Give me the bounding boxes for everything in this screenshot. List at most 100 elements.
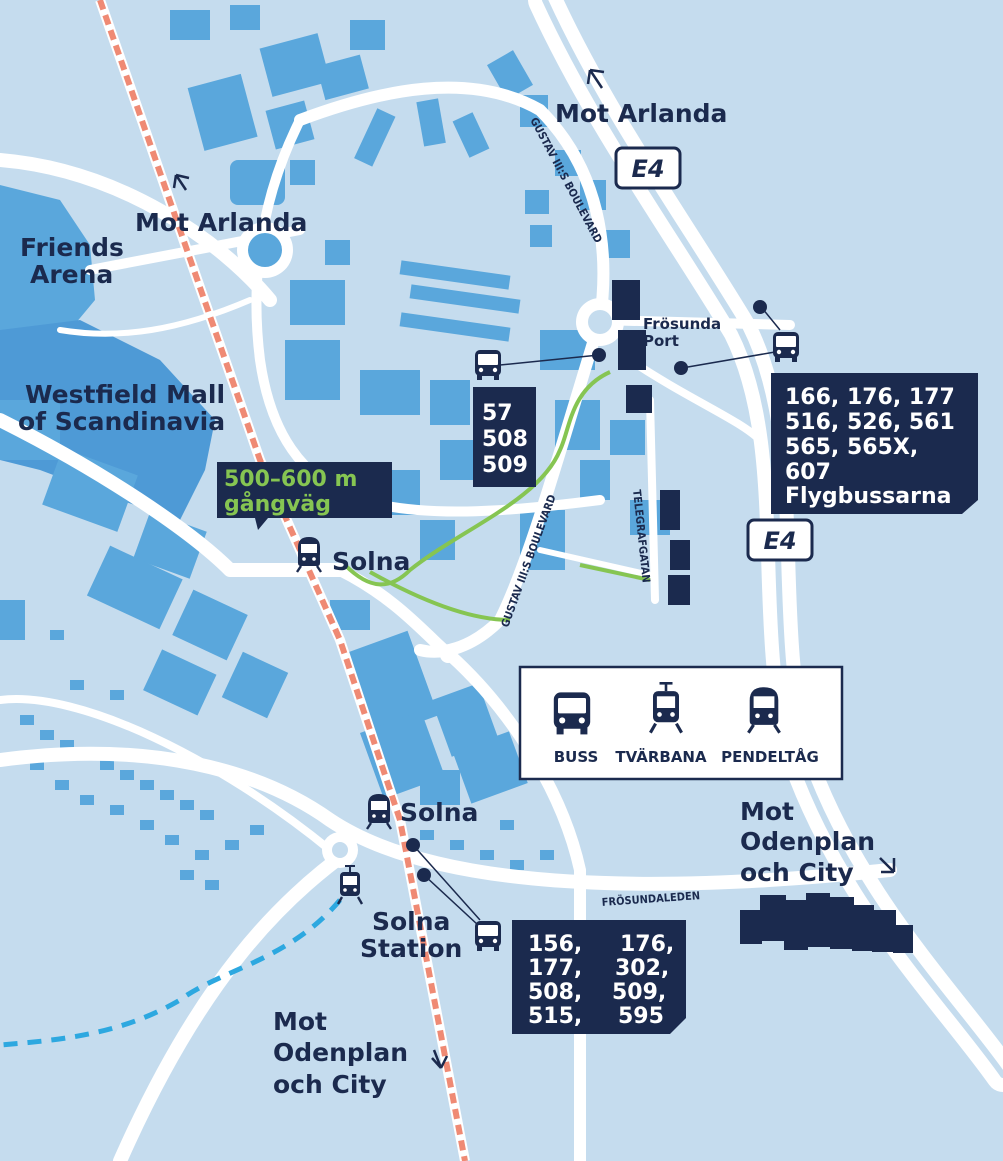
- southwest-road: [113, 843, 357, 1161]
- label-frosunda: Frösunda: [643, 315, 721, 333]
- arena-road: [0, 153, 277, 307]
- solna-center-road: [334, 564, 586, 1161]
- e4-shield-mid: E4: [746, 518, 814, 562]
- building: [420, 770, 460, 805]
- bus-line: 176,: [620, 932, 674, 957]
- label-port: Port: [643, 332, 679, 350]
- bus-stop-dot-bottom: [406, 838, 420, 852]
- building: [430, 380, 470, 425]
- port-ramp: [626, 356, 764, 444]
- westfield-road: [0, 413, 347, 577]
- label-westfield-2: of Scandinavia: [18, 407, 225, 436]
- west-road: [0, 695, 334, 854]
- building: [452, 112, 490, 158]
- e4-shield-mid-label: E4: [763, 527, 796, 555]
- building: [416, 98, 446, 147]
- label-solna-station-2: Station: [360, 934, 462, 963]
- walk-callout: 500–600 m gångväg: [217, 462, 392, 530]
- bus-stop-pointer-right-2: [681, 351, 776, 369]
- building: [431, 683, 499, 757]
- building: [452, 731, 528, 804]
- building: [285, 340, 340, 400]
- westfield-building: [0, 320, 215, 520]
- roundabout-center: [248, 233, 282, 267]
- bus-stop-dot-mid: [592, 348, 606, 362]
- bus-icon: [475, 350, 501, 380]
- bus-lines-box-right: 166, 176, 177 516, 526, 561 565, 565X, 6…: [771, 373, 978, 514]
- telegraf-connector: [537, 547, 653, 578]
- label-solna-green: Solna: [332, 547, 410, 576]
- bus-line: 565, 565X,: [785, 435, 918, 460]
- bus-stop-dot-bottom-2: [417, 868, 431, 882]
- bus-stop-dot-right: [753, 300, 767, 314]
- label-mot-odenplan-bottom-2: Odenplan: [273, 1038, 408, 1067]
- bus-icon: [773, 332, 799, 362]
- building: [399, 260, 511, 290]
- building: [265, 100, 315, 150]
- commuter-rail: [95, 0, 470, 1161]
- tram-line: [0, 898, 342, 1048]
- mini-roundabout: [440, 647, 456, 663]
- building: [525, 190, 549, 214]
- walk-path-north: [343, 370, 611, 587]
- arrow-north-icon: [586, 68, 605, 89]
- label-westfield-1: Westfield Mall: [25, 380, 225, 409]
- frosundaleden-road: [0, 746, 897, 891]
- building: [42, 448, 138, 532]
- arrow-south-icon: [431, 1049, 449, 1069]
- label-solna-lower: Solna: [400, 798, 478, 827]
- legend: BUSS TVÄRBANA PENDELTÅG: [518, 665, 844, 781]
- building: [440, 440, 475, 480]
- bus-line: 302,: [615, 956, 669, 981]
- arrow-north-icon: [172, 173, 190, 191]
- walk-callout-distance: 500–600 m: [224, 467, 357, 492]
- label-friends: Friends: [20, 233, 124, 262]
- bus-line: 508,: [528, 980, 582, 1005]
- walk-callout-text: gångväg: [224, 491, 331, 517]
- walk-path-south: [369, 570, 511, 622]
- building: [530, 225, 552, 247]
- friends-arena-building: [0, 185, 95, 345]
- building: [350, 20, 385, 50]
- bus-line: 607: [785, 460, 831, 485]
- e4-shield-top-label: E4: [631, 155, 664, 183]
- legend-bus-icon: [553, 692, 591, 735]
- label-mot-odenplan-right-2: Odenplan: [740, 827, 875, 856]
- bus-line: 509: [482, 453, 528, 478]
- label-mot-odenplan-bottom-1: Mot: [273, 1007, 327, 1036]
- gustav-road-upper: [294, 81, 610, 326]
- building: [610, 420, 645, 455]
- bus-stop-dot-right-2: [674, 361, 688, 375]
- building: [487, 50, 533, 100]
- bus-line: 515,: [528, 1004, 582, 1029]
- building: [170, 10, 210, 40]
- label-mot-odenplan-right-1: Mot: [740, 797, 794, 826]
- building: [420, 520, 455, 560]
- legend-label-bus: BUSS: [554, 748, 599, 766]
- label-mot-arlanda-left: Mot Arlanda: [135, 208, 307, 237]
- bus-line: 156,: [528, 932, 582, 957]
- building: [143, 649, 217, 716]
- bus-line: 508: [482, 427, 528, 452]
- building: [409, 284, 521, 314]
- port-connector: [595, 315, 795, 330]
- bus-line: 177,: [528, 956, 582, 981]
- walk-path-telegraf: [579, 563, 651, 582]
- bus-line: 509,: [612, 980, 666, 1005]
- building: [290, 280, 345, 325]
- bus-stop-pointer-bottom-2: [423, 874, 479, 926]
- building: [172, 589, 248, 661]
- label-mot-arlanda-top: Mot Arlanda: [555, 99, 727, 128]
- e4-shield-top: E4: [614, 146, 682, 190]
- building: [316, 54, 369, 101]
- building: [230, 5, 260, 30]
- bus-stop-pointer-bottom: [412, 844, 481, 921]
- roundabout-center: [588, 310, 612, 334]
- buildings-layer: [0, 5, 670, 890]
- bus-line: 57: [482, 401, 513, 426]
- label-solna-station-1: Solna: [372, 907, 450, 936]
- bus-line: 166, 176, 177: [785, 385, 955, 410]
- building: [290, 160, 315, 185]
- building: [325, 240, 350, 265]
- bus-line: 516, 526, 561: [785, 410, 955, 435]
